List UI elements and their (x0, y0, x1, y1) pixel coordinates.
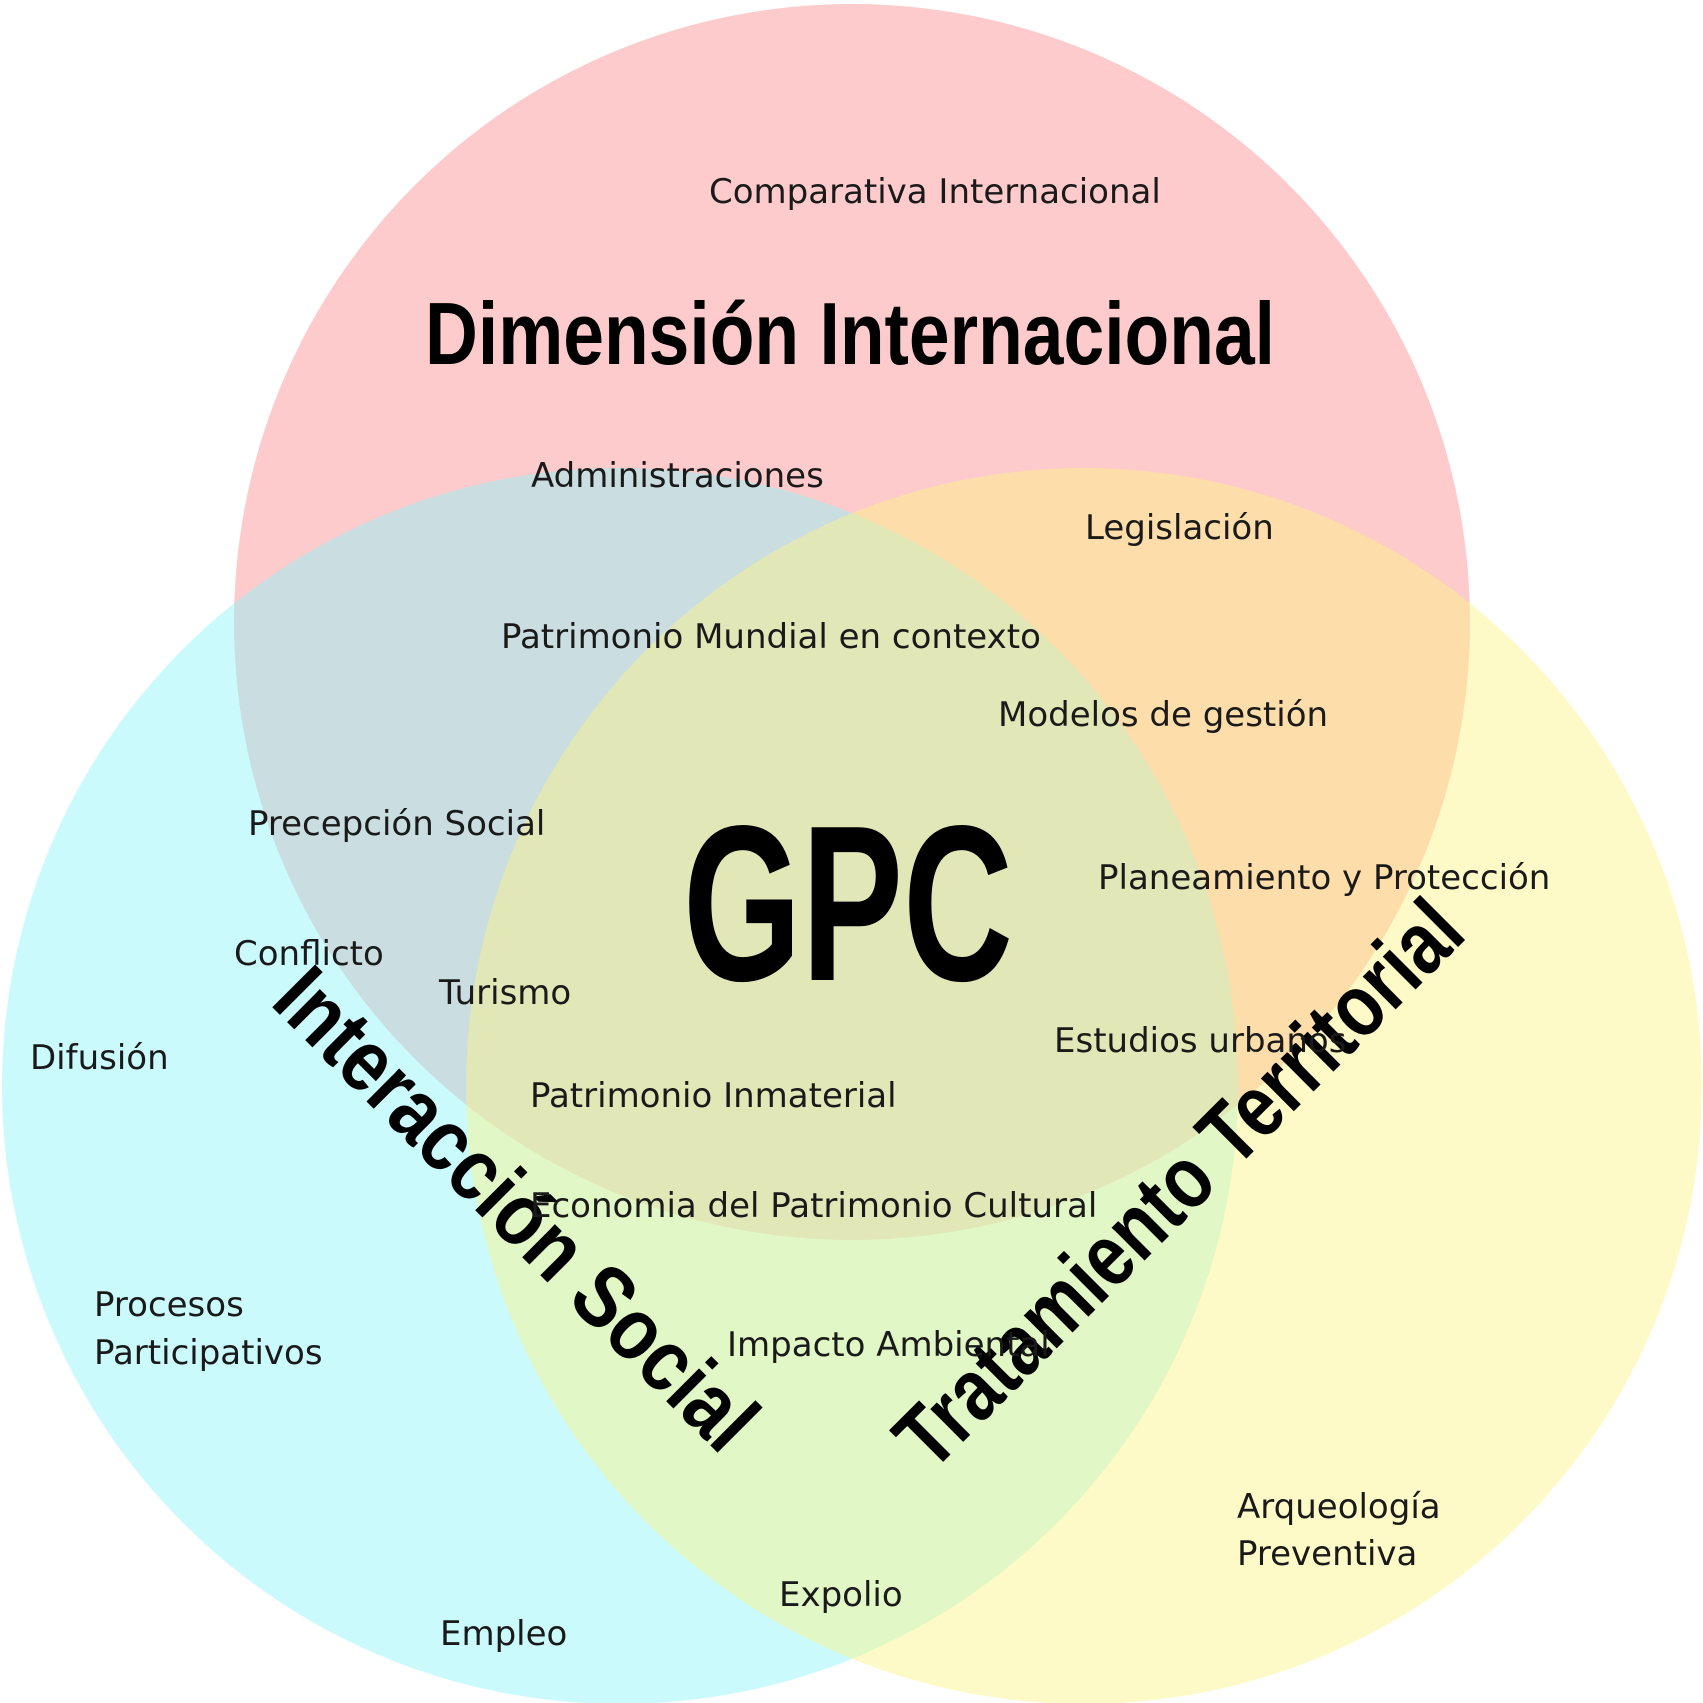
topic-conflicto: Conflicto (234, 934, 384, 974)
topic-patrimonio-mundial: Patrimonio Mundial en contexto (501, 617, 1041, 657)
topic-administraciones: Administraciones (531, 456, 824, 496)
topic-economia-patrimonio: Economia del Patrimonio Cultural (530, 1186, 1097, 1226)
topic-difusion: Difusión (30, 1038, 169, 1078)
topic-estudios-urbanos: Estudios urbanos (1054, 1021, 1346, 1061)
topic-comparativa-internacional: Comparativa Internacional (709, 172, 1161, 212)
topic-patrimonio-inmaterial: Patrimonio Inmaterial (530, 1076, 897, 1116)
circle-dimension-internacional (234, 4, 1470, 1240)
topic-modelos-gestion: Modelos de gestión (998, 695, 1328, 735)
topic-expolio: Expolio (779, 1575, 903, 1615)
topic-empleo: Empleo (440, 1614, 567, 1654)
topic-legislacion: Legislación (1085, 508, 1274, 548)
title-dimension-internacional: Dimensión Internacional (425, 284, 1275, 383)
circle-interaccion-social (2, 468, 1238, 1703)
topic-procesos-line1: Procesos (94, 1285, 244, 1325)
topic-turismo: Turismo (438, 973, 571, 1013)
topic-arqueologia-line2: Preventiva (1237, 1534, 1417, 1574)
circle-tratamiento-territorial (466, 468, 1702, 1703)
topic-procesos-line2: Participativos (94, 1333, 323, 1373)
topic-planeamiento-proteccion: Planeamiento y Protección (1098, 858, 1550, 898)
topic-precepcion-social: Precepción Social (248, 804, 545, 844)
topic-impacto-ambiental: Impacto Ambiental (727, 1325, 1050, 1365)
core-label-gpc: GPC (683, 780, 1013, 1028)
topic-arqueologia-line1: Arqueología (1237, 1487, 1441, 1527)
